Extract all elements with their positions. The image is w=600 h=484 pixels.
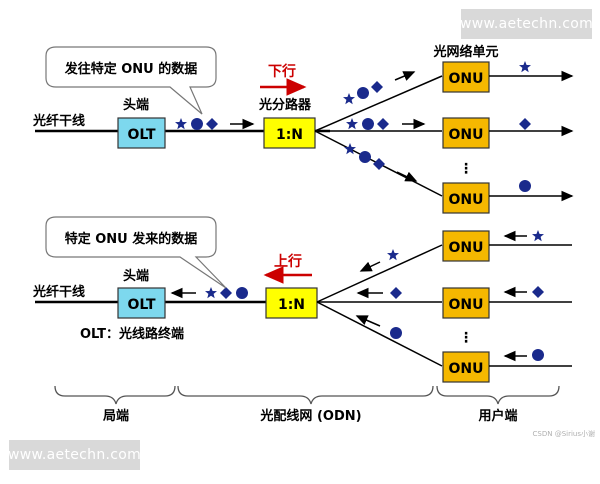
downstream-output-1-star — [519, 61, 531, 73]
upstream-olt-label: OLT — [127, 297, 156, 313]
user-end-label: 用户端 — [477, 408, 517, 424]
downstream-splitter-label: 光分路器 — [258, 97, 312, 113]
upstream-branch-1 — [316, 244, 443, 303]
downstream-branch1-diamond — [371, 81, 383, 93]
upstream-branch1-star — [387, 249, 399, 261]
downstream-callout-text: 发往特定 ONU 的数据 — [64, 61, 198, 77]
upstream-branch-3 — [316, 301, 443, 367]
downstream-splitter-ratio: 1:N — [276, 127, 303, 143]
downstream-onu-1-label: ONU — [449, 71, 484, 87]
downstream-circle-symbol — [191, 118, 203, 130]
downstream-olt-label: OLT — [127, 127, 156, 143]
segment-braces: 局端 光配线网 (ODN) 用户端 — [54, 385, 560, 424]
downstream-ellipsis: ⋮ — [459, 161, 473, 177]
upstream-diamond-symbol — [220, 287, 232, 299]
upstream-callout-bubble — [45, 216, 227, 289]
downstream-onu-1 — [442, 61, 490, 93]
upstream-olt-box — [117, 287, 166, 319]
user-end-brace — [436, 385, 560, 405]
upstream-branch3-circle — [390, 327, 402, 339]
upstream-input-2-diamond — [532, 286, 544, 298]
downstream-branch3-circle — [359, 151, 371, 163]
downstream-branch-1 — [314, 75, 443, 132]
upstream-ellipsis: ⋮ — [459, 330, 473, 346]
odn-brace — [177, 385, 434, 405]
downstream-callout-bubble — [45, 46, 217, 115]
odn-label: 光配线网 (ODN) — [259, 408, 361, 424]
upstream-onu-2-label: ONU — [449, 297, 484, 313]
downstream-output-3-circle — [519, 180, 531, 192]
downstream-branch2-star — [346, 118, 358, 130]
downstream-output-2-diamond — [519, 118, 531, 130]
downstream-onu-2-label: ONU — [449, 127, 484, 143]
upstream-splitter-ratio: 1:N — [278, 297, 305, 313]
upstream-olt-note: OLT：光线路终端 — [80, 326, 184, 342]
downstream-star-symbol — [175, 118, 187, 130]
upstream-onu-3 — [442, 351, 490, 383]
upstream-onu-3-label: ONU — [449, 361, 484, 377]
upstream-onu-1 — [442, 230, 490, 262]
downstream-onu-2 — [442, 117, 490, 149]
central-office-label: 局端 — [103, 408, 129, 424]
upstream-callout-text: 特定 ONU 发来的数据 — [65, 231, 198, 247]
upstream-branch2-diamond — [390, 287, 402, 299]
upstream-onu-1-label: ONU — [449, 240, 484, 256]
downstream-branch1-star — [343, 93, 355, 105]
downstream-branch2-diamond — [377, 118, 389, 130]
downstream-onu-3-label: ONU — [449, 192, 484, 208]
downstream-branch2-circle — [362, 118, 374, 130]
downstream-trunk-label: 光纤干线 — [32, 113, 85, 129]
downstream-olt-box — [117, 117, 166, 149]
downstream-branch3-star — [344, 143, 356, 155]
central-office-brace — [54, 385, 176, 405]
upstream-head-label: 头端 — [123, 268, 149, 284]
upstream-direction-label: 上行 — [274, 253, 302, 270]
upstream-input-1-star — [532, 230, 544, 242]
upstream-trunk-label: 光纤干线 — [32, 284, 85, 300]
upstream-circle-symbol — [236, 287, 248, 299]
downstream-onu-unit-label: 光网络单元 — [432, 44, 498, 60]
downstream-branch1-circle — [357, 87, 369, 99]
csdn-watermark: CSDN @Sirius小谢 — [533, 429, 595, 438]
top-watermark: www.aetechn.com — [460, 9, 593, 39]
downstream-onu-3 — [442, 182, 490, 214]
upstream-input-3-circle — [532, 349, 544, 361]
downstream-head-label: 头端 — [123, 97, 149, 113]
upstream-onu-2 — [442, 287, 490, 319]
upstream-star-symbol — [205, 287, 217, 299]
bottom-watermark: www.aetechn.com — [8, 440, 141, 470]
downstream-section: 光纤干线 头端 OLT 发往特定 ONU 的数据 下行 光分路器 1:N — [32, 44, 574, 214]
upstream-splitter-box — [265, 287, 318, 319]
downstream-splitter-box — [263, 117, 316, 149]
downstream-branch3-diamond — [373, 158, 385, 170]
downstream-diamond-symbol — [206, 118, 218, 130]
downstream-direction-label: 下行 — [268, 63, 296, 80]
upstream-section: 光纤干线 头端 OLT OLT：光线路终端 特定 ONU 发来的数据 上行 1:… — [32, 216, 572, 383]
